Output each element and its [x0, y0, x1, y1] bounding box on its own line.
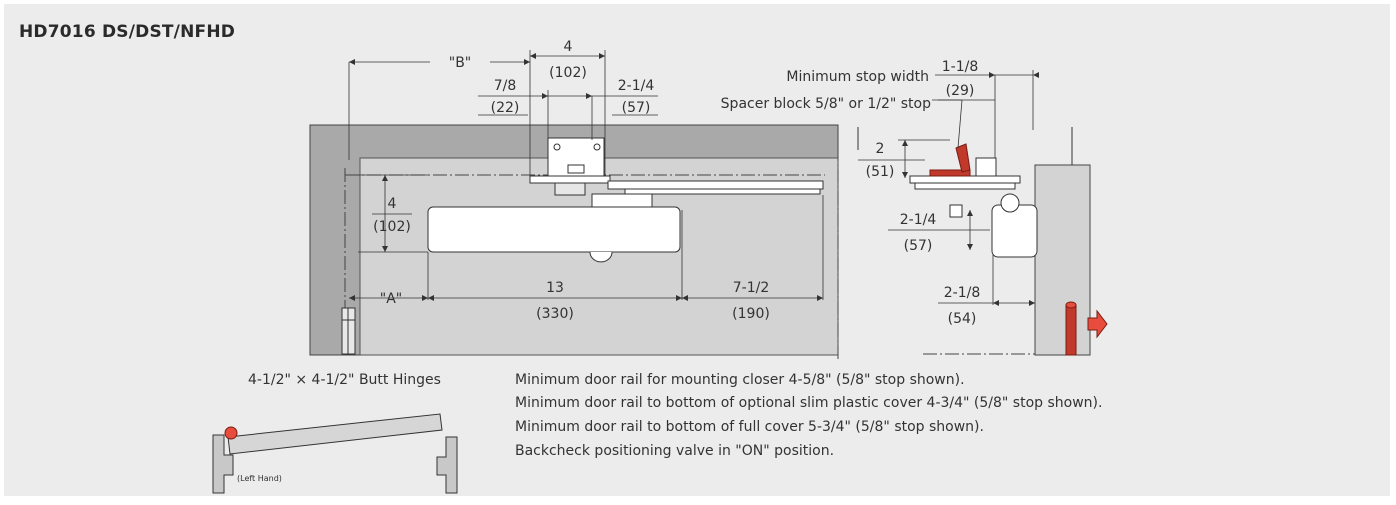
dim-7-1-2: 7-1/2: [733, 280, 770, 296]
side-dimension-lines: [858, 70, 1035, 305]
dim-54: (54): [948, 311, 977, 327]
dim-102-top: (102): [549, 65, 587, 81]
min-stop-width-label: Minimum stop width: [786, 69, 929, 85]
dim-a-label: "A": [380, 291, 402, 307]
dim-2: 2: [876, 141, 885, 157]
dim-4-top: 4: [564, 39, 573, 55]
butt-hinges-label: 4-1/2" × 4-1/2" Butt Hinges: [248, 372, 441, 388]
note-3: Minimum door rail to bottom of full cove…: [515, 419, 984, 435]
dim-2-1-8: 2-1/8: [944, 285, 981, 301]
dim-1-1-8: 1-1/8: [942, 59, 979, 75]
front-arrowheads: [349, 53, 823, 301]
plan-left-frame: [212, 434, 234, 494]
dim-57-top: (57): [622, 100, 651, 116]
front-view: "B" 4 (102) 7/8 (22) 2-1/4 (57) 4 (102) …: [248, 39, 839, 388]
note-4: Backcheck positioning valve in "ON" posi…: [515, 443, 834, 459]
dim-13: 13: [546, 280, 564, 296]
side-view: Minimum stop width 1-1/8 (29) Spacer blo…: [721, 59, 1108, 356]
mounting-bracket: [547, 137, 605, 177]
opening-direction-arrow: [1087, 309, 1108, 339]
side-door-edge: [1034, 164, 1091, 356]
dim-2-1-4-side: 2-1/4: [900, 212, 937, 228]
left-hand-label: (Left Hand): [237, 474, 282, 483]
plan-view: (Left Hand): [212, 413, 458, 494]
closer-arm: [529, 175, 824, 215]
dim-102-left: (102): [373, 219, 411, 235]
dim-7-8: 7/8: [494, 78, 517, 94]
dim-330: (330): [536, 306, 574, 322]
dim-51: (51): [866, 164, 895, 180]
dim-22: (22): [491, 100, 520, 116]
dim-29: (29): [946, 83, 975, 99]
dim-57-side: (57): [904, 238, 933, 254]
dim-190: (190): [732, 306, 770, 322]
dim-2-1-4-top: 2-1/4: [618, 78, 655, 94]
closer-body: [427, 206, 681, 263]
handle-rod: [1065, 304, 1077, 356]
stop-bracket: [955, 143, 971, 173]
plan-pivot-point: [224, 426, 238, 440]
note-2: Minimum door rail to bottom of optional …: [515, 395, 1102, 411]
plan-right-frame: [436, 436, 458, 494]
dim-4-left: 4: [388, 196, 397, 212]
butt-hinge: [341, 307, 356, 355]
installation-notes: Minimum door rail for mounting closer 4-…: [515, 372, 1102, 459]
spacer-block-label: Spacer block 5/8" or 1/2" stop: [721, 96, 931, 112]
dim-b-label: "B": [449, 55, 471, 71]
diagram-title: HD7016 DS/DST/NFHD: [19, 22, 236, 42]
plan-door-leaf: [227, 413, 443, 455]
note-1: Minimum door rail for mounting closer 4-…: [515, 372, 965, 388]
spacer-block: [929, 169, 971, 177]
side-arrowheads: [902, 72, 1039, 306]
